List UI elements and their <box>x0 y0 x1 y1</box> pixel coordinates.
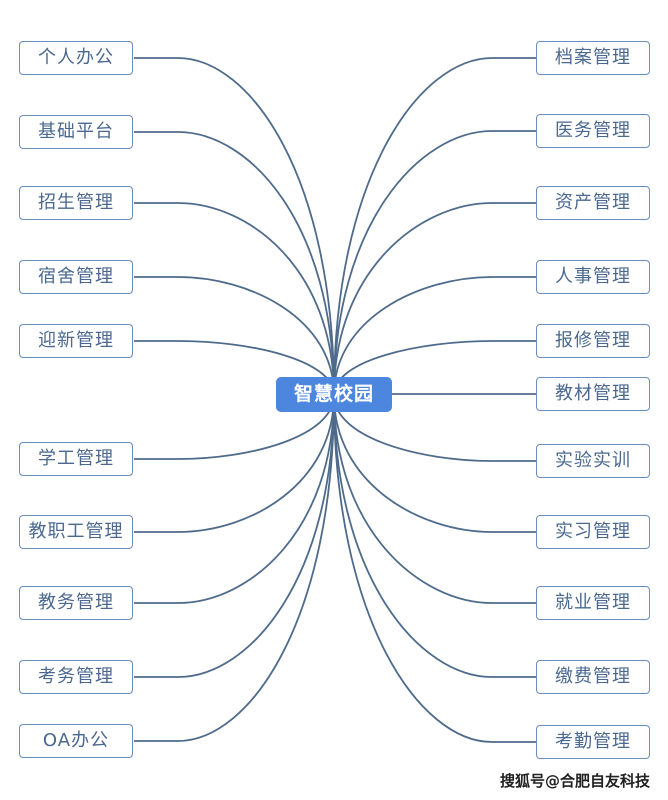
right-node[interactable]: 资产管理 <box>536 186 650 220</box>
right-node[interactable]: 人事管理 <box>536 260 650 294</box>
left-connector <box>134 276 335 396</box>
left-connector <box>134 394 335 533</box>
left-node[interactable]: 迎新管理 <box>19 324 133 358</box>
right-node[interactable]: 实习管理 <box>536 515 650 549</box>
right-node[interactable]: 教材管理 <box>536 377 650 411</box>
left-connector <box>134 202 335 396</box>
right-node[interactable]: 就业管理 <box>536 586 650 620</box>
right-connector <box>333 130 536 396</box>
center-node[interactable]: 智慧校园 <box>276 377 392 412</box>
right-connector <box>333 394 536 743</box>
left-node[interactable]: 招生管理 <box>19 186 133 220</box>
left-node[interactable]: 教职工管理 <box>19 515 133 549</box>
right-node[interactable]: 考勤管理 <box>536 725 650 759</box>
left-node[interactable]: OA办公 <box>19 724 133 758</box>
left-connector <box>134 394 335 604</box>
left-connector <box>134 57 335 396</box>
right-node[interactable]: 实验实训 <box>536 444 650 478</box>
right-connector <box>333 394 536 533</box>
left-connector <box>134 394 335 742</box>
right-node[interactable]: 档案管理 <box>536 41 650 75</box>
right-node[interactable]: 报修管理 <box>536 324 650 358</box>
left-node[interactable]: 个人办公 <box>19 41 133 75</box>
right-connector <box>333 276 536 396</box>
watermark: 搜狐号@合肥自友科技 <box>500 772 651 790</box>
right-node[interactable]: 医务管理 <box>536 114 650 148</box>
left-connector <box>134 131 335 396</box>
left-connector <box>134 394 335 678</box>
left-node[interactable]: 考务管理 <box>19 660 133 694</box>
right-node[interactable]: 缴费管理 <box>536 660 650 694</box>
left-node[interactable]: 学工管理 <box>19 442 133 476</box>
right-connector <box>333 57 536 396</box>
right-connector <box>333 394 536 604</box>
left-node[interactable]: 基础平台 <box>19 115 133 149</box>
left-node[interactable]: 教务管理 <box>19 586 133 620</box>
right-connector <box>333 202 536 396</box>
left-node[interactable]: 宿舍管理 <box>19 260 133 294</box>
right-connector <box>333 394 536 678</box>
